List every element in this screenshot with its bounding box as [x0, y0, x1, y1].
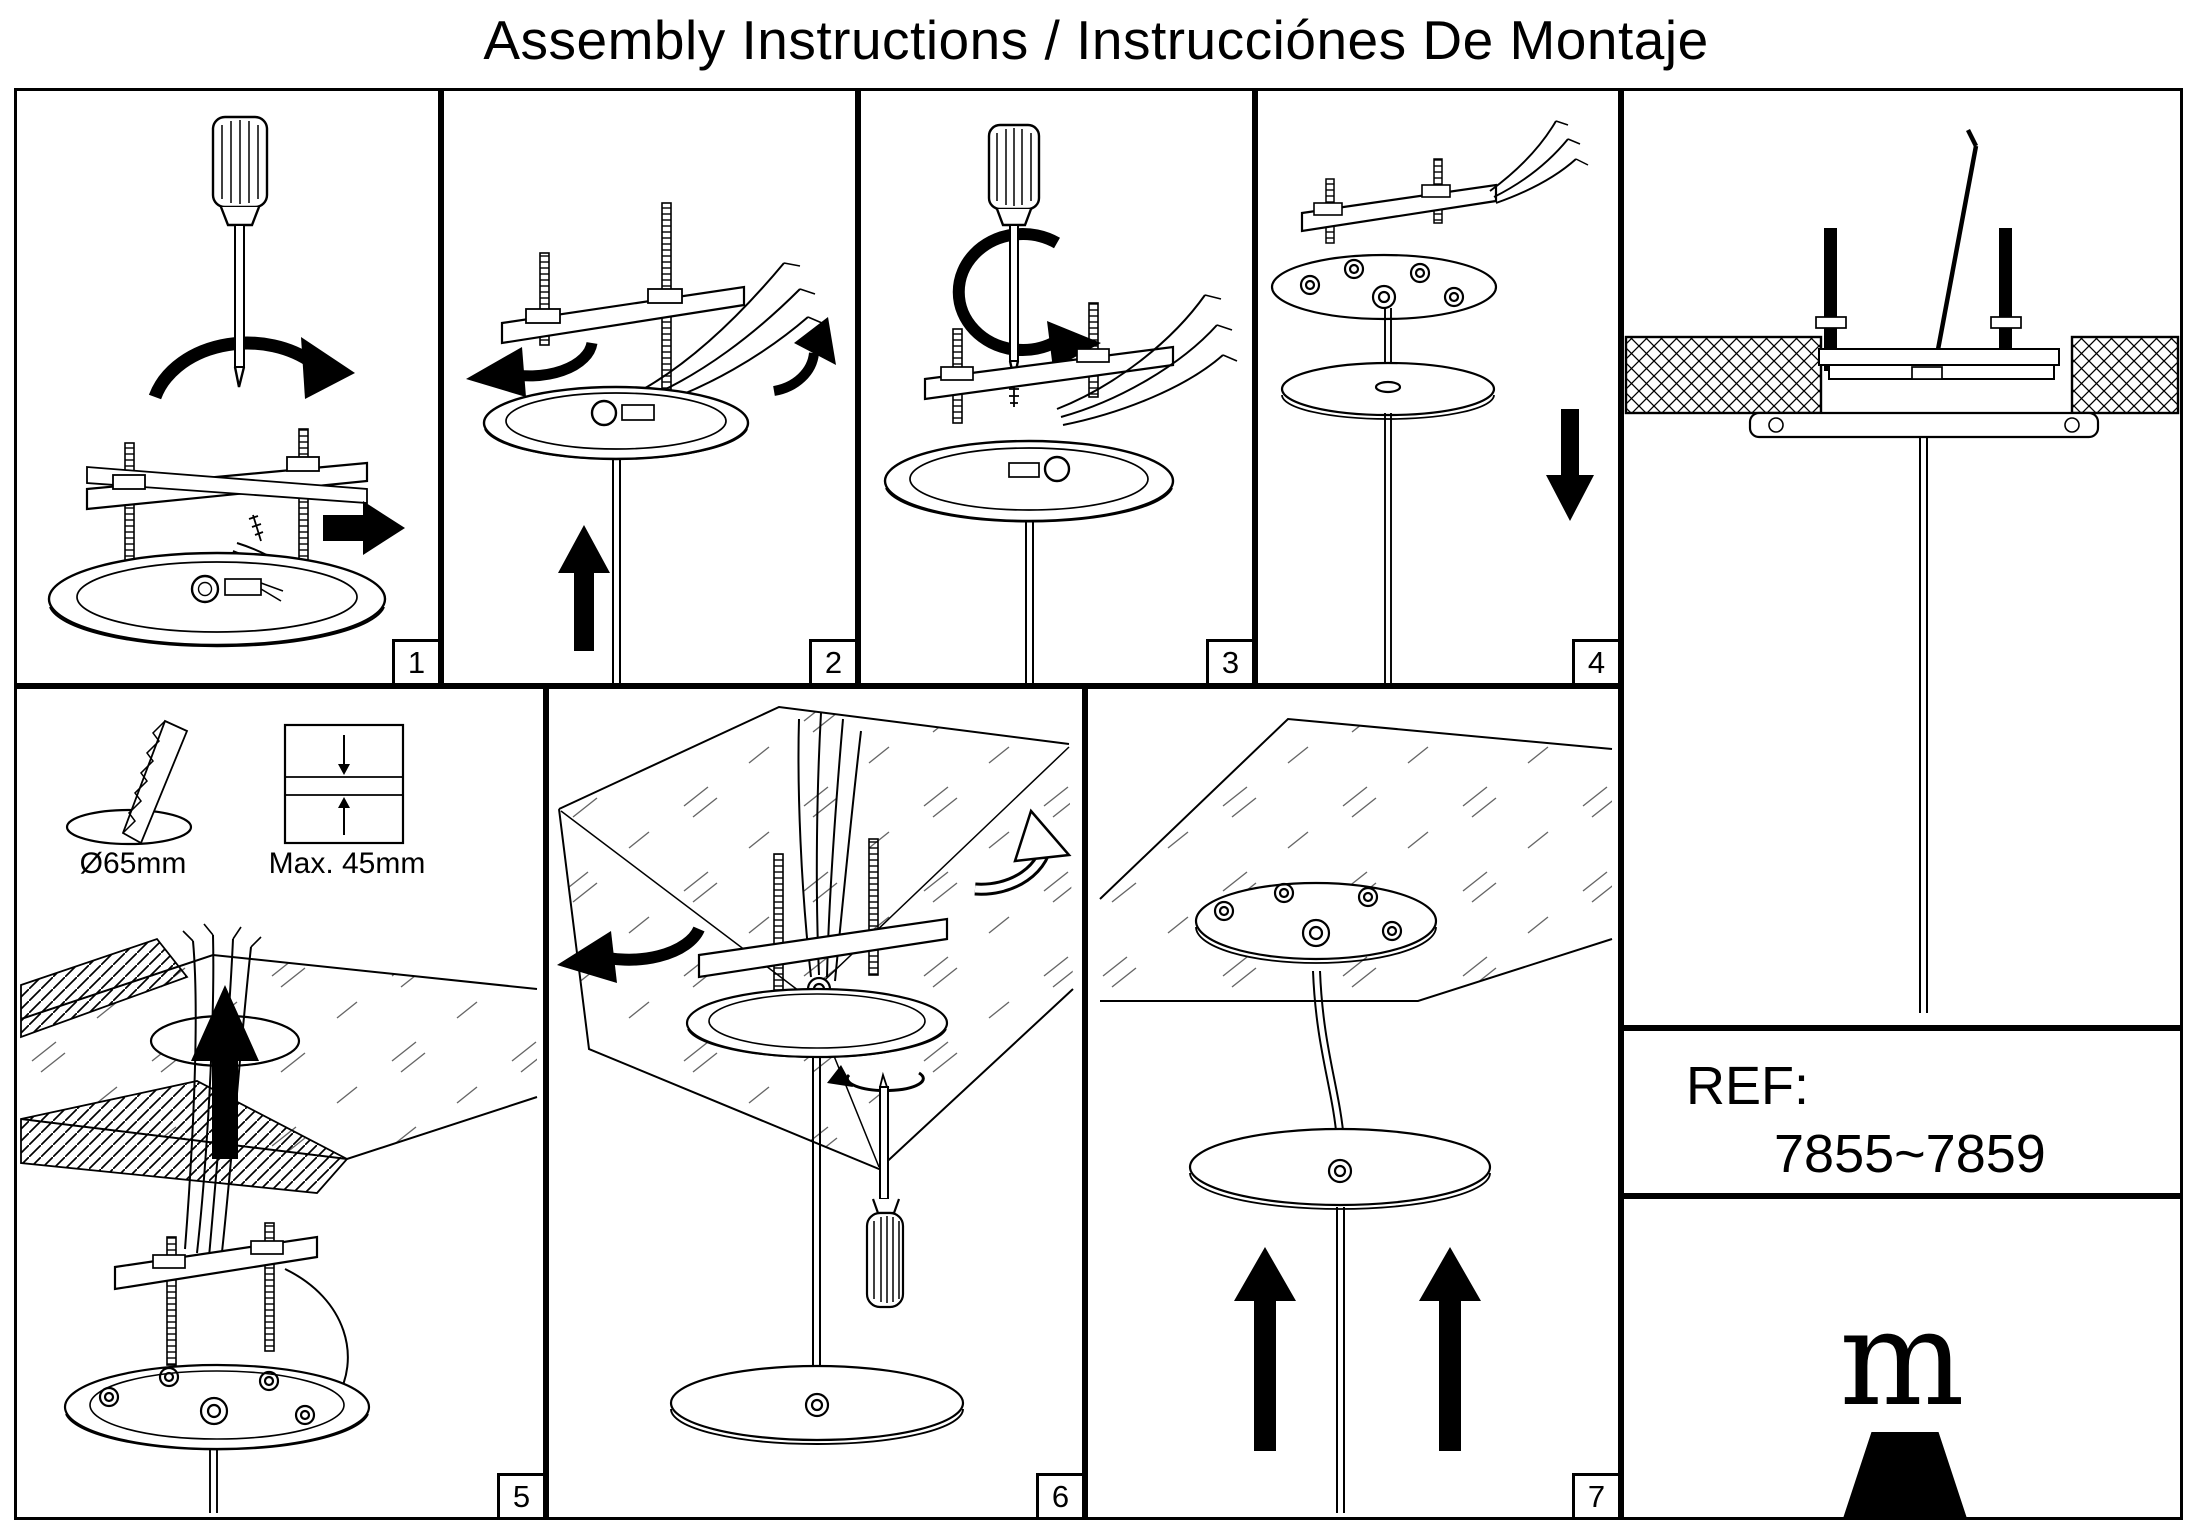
ceiling-canopy	[482, 385, 750, 461]
arrow-right	[323, 501, 405, 555]
step-2-illustration	[466, 202, 836, 683]
ceiling-canopy	[47, 551, 387, 648]
long-screw	[1931, 128, 1979, 372]
page-title: Assembly Instructions / Instrucciónes De…	[483, 9, 1709, 71]
ceiling-panel	[1099, 717, 1613, 1002]
step-number: 5	[497, 1473, 543, 1517]
arrow-up	[558, 525, 610, 651]
rotate-arrow-left	[557, 926, 705, 983]
suspension-cable	[209, 1449, 218, 1513]
reference-label: REF:	[1686, 1056, 1810, 1116]
mounting-bracket	[1300, 158, 1498, 244]
arrow-up-right	[1419, 1247, 1481, 1451]
step-number: 3	[1206, 639, 1252, 683]
step-4-illustration	[1270, 120, 1594, 683]
suspension-cable	[1384, 308, 1392, 365]
cover-disc	[1188, 1127, 1492, 1210]
suspension-rod	[612, 459, 621, 683]
rotate-arrow	[148, 336, 355, 400]
suspension-cable-lower	[1384, 413, 1392, 683]
panel-step-3: 3	[858, 88, 1255, 686]
suspension-cable	[1312, 970, 1345, 1142]
screw-icon	[1009, 385, 1019, 407]
canopy-plate	[1270, 253, 1498, 321]
mounting-bracket	[113, 1222, 319, 1366]
rotate-arrow-right	[773, 317, 836, 396]
panel-reference: REF: 7855~7859	[1621, 1028, 2183, 1196]
rotate-arrow-left	[466, 341, 598, 397]
panel-step-5: Ø65mm Max. 45mm 5	[14, 686, 546, 1520]
panel-step-4: 4	[1255, 88, 1621, 686]
mounting-bracket	[1818, 348, 2060, 380]
step-number: 6	[1036, 1473, 1082, 1517]
suspension-rod	[1025, 521, 1034, 683]
screwdriver-icon	[865, 1071, 905, 1309]
step-7-illustration	[1099, 717, 1613, 1513]
panel-step-1: 1	[14, 88, 441, 686]
logo-text-left: m	[1839, 1282, 1965, 1436]
arrow-up-left	[1234, 1247, 1296, 1451]
panel-step-6: 6	[546, 686, 1085, 1520]
ceiling-section-left	[1624, 335, 1823, 415]
suspension-rod	[1919, 437, 1928, 1013]
step-3-illustration	[883, 123, 1238, 683]
rotate-arrow-right	[974, 808, 1072, 896]
step-number: 2	[809, 639, 855, 683]
step-number: 4	[1572, 639, 1618, 683]
step-6-illustration	[557, 705, 1074, 1445]
ceiling-canopy	[1194, 881, 1438, 964]
reference-value: 7855~7859	[1774, 1124, 2046, 1184]
step-5-illustration	[20, 719, 538, 1513]
ceiling-section-right	[2070, 335, 2180, 415]
ceiling-canopy	[63, 1363, 371, 1451]
screwdriver-icon	[987, 123, 1041, 380]
panel-brand: mntra	[1621, 1196, 2183, 1520]
step-1-illustration	[47, 115, 405, 648]
wires	[1056, 294, 1238, 426]
panel-side-view	[1621, 88, 2183, 1028]
ceiling-canopy	[883, 439, 1175, 523]
mounting-bracket	[697, 838, 949, 1002]
logo-caret-icon	[1843, 1432, 1967, 1517]
mounting-bracket	[923, 302, 1175, 424]
arrow-down	[1546, 409, 1594, 521]
step-number: 7	[1572, 1473, 1618, 1517]
wires	[1489, 120, 1589, 204]
ceiling-panel	[20, 937, 538, 1194]
suspension-cable-lower	[1336, 1207, 1345, 1513]
mounting-bracket	[500, 202, 746, 394]
panel-step-7: 7	[1085, 686, 1621, 1520]
hole-diameter-label: Ø65mm	[79, 847, 187, 880]
side-view-illustration	[1624, 128, 2180, 1013]
ceiling-canopy	[1748, 411, 2100, 439]
mounting-bracket	[85, 428, 369, 604]
screwdriver-icon	[211, 115, 269, 388]
max-thickness-label: Max. 45mm	[268, 847, 426, 880]
suspension-rod	[812, 1057, 821, 1367]
threaded-rods	[1815, 228, 2022, 371]
hole-cutting-icon	[65, 719, 193, 846]
max-thickness-icon	[283, 723, 405, 845]
cover-disc	[1280, 361, 1496, 420]
step-number: 1	[392, 639, 438, 683]
screw-icon	[248, 514, 264, 542]
cover-disc	[669, 1364, 965, 1445]
panel-step-2: 2	[441, 88, 858, 686]
brand-logo: mntra	[1624, 1286, 2180, 1517]
ceiling-canopy	[685, 987, 949, 1059]
wires	[182, 923, 262, 1262]
